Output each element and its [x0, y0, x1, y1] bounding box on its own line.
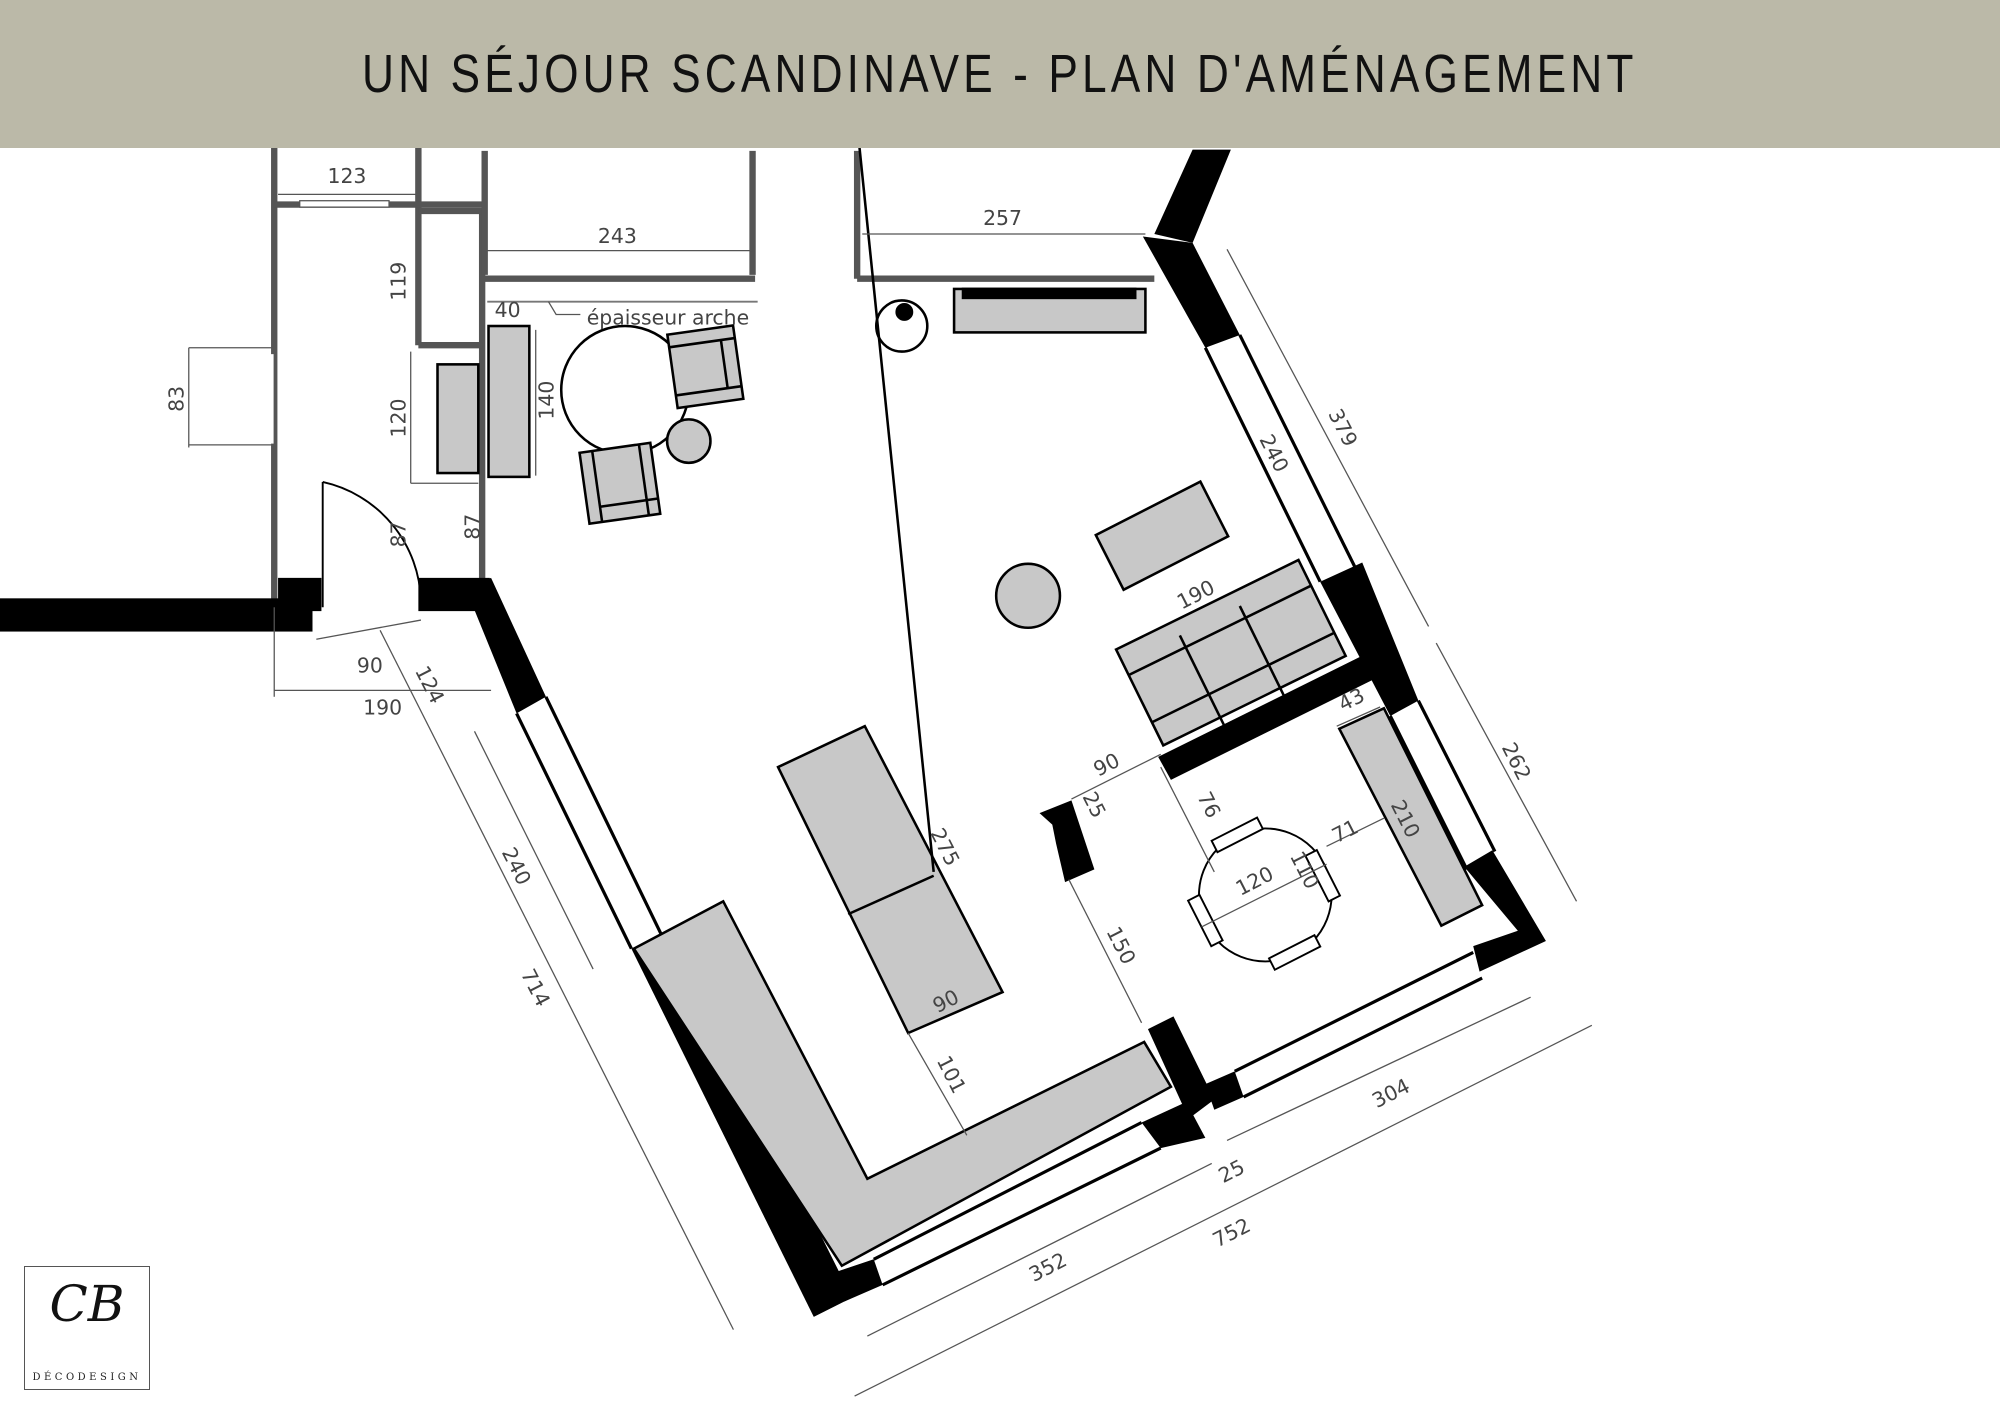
dim-label: 714: [516, 965, 555, 1011]
dim-label: 40: [495, 298, 521, 322]
sofa-275: [776, 0, 1005, 1035]
dim-label: 90: [357, 653, 383, 677]
dim-label: 262: [1497, 739, 1536, 785]
dim-label: 123: [327, 164, 366, 188]
arch-note-arrow: [547, 301, 581, 316]
dim-label: 379: [1323, 405, 1362, 451]
dim-label: 90: [1090, 748, 1124, 781]
dim-label: 190: [363, 696, 402, 720]
dining-set: [1186, 816, 1342, 972]
windows: [515, 334, 1497, 1287]
dim-label: 87: [461, 514, 485, 540]
sofa-190: [1114, 558, 1348, 748]
dim-label: 76: [1192, 788, 1225, 822]
furniture: [436, 0, 1484, 1268]
dim-label: 304: [1368, 1074, 1414, 1113]
header-banner: UN SÉJOUR SCANDINAVE - PLAN D'AMÉNAGEMEN…: [0, 0, 2000, 148]
dim-label: 119: [387, 262, 411, 301]
armchair-bottom: [578, 441, 662, 526]
dimension-lines: [188, 193, 1593, 1397]
round-pouf: [994, 562, 1062, 630]
side-table: [665, 418, 712, 465]
dim-label: 243: [598, 224, 637, 248]
console-210: [1337, 706, 1484, 928]
chair: [1210, 816, 1265, 854]
dim-label: 150: [1102, 923, 1141, 969]
tv: [961, 287, 1137, 300]
brand-logo: CB DÉCODESIGN: [24, 1266, 150, 1390]
arch-note: épaisseur arche: [587, 306, 749, 330]
dim-label: 240: [497, 843, 536, 889]
dim-label: 752: [1209, 1213, 1255, 1252]
coffee-table: [1094, 479, 1230, 592]
logo-text: DÉCODESIGN: [32, 1372, 142, 1383]
armchair-top: [665, 323, 745, 410]
shoe-cabinet: [436, 363, 480, 475]
bench: [487, 324, 531, 479]
chair: [1304, 848, 1342, 903]
window-top-left: [299, 200, 390, 208]
logo-mark: CB: [49, 1275, 125, 1333]
dimension-labels: 123 243 257 119 83 120 140 40 épaisseur …: [165, 164, 1536, 1287]
dim-label: 83: [165, 386, 189, 412]
floor-lamp-dot: [895, 303, 914, 321]
dim-label: 101: [932, 1052, 971, 1098]
l-shaped-bench: [632, 899, 1173, 1268]
chair: [1186, 893, 1224, 948]
dim-label: 240: [1255, 430, 1294, 476]
entrance-door[interactable]: [321, 481, 422, 608]
dim-label: 25: [1215, 1155, 1249, 1188]
dim-label: 120: [387, 399, 411, 438]
chair: [1267, 933, 1322, 972]
floor-lamp: [874, 299, 929, 353]
dim-label: 140: [535, 381, 559, 420]
dim-label: 257: [983, 206, 1022, 230]
dim-label: 87: [387, 521, 411, 547]
page-title: UN SÉJOUR SCANDINAVE - PLAN D'AMÉNAGEMEN…: [362, 44, 1638, 104]
